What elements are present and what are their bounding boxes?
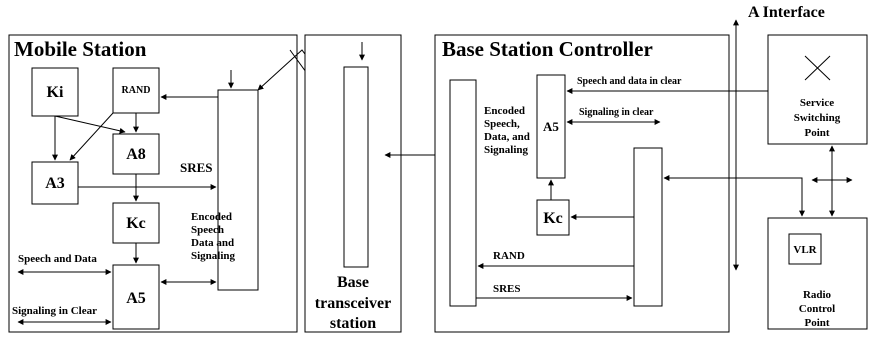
bsc-encoded-line-3: Data, and: [484, 131, 530, 143]
a3-label: A3: [45, 175, 65, 192]
ki-box: [31, 67, 79, 117]
rand-label: RAND: [122, 85, 151, 96]
rcp-label-line-2: Control: [799, 303, 835, 315]
bts-title-line-1: Base: [337, 274, 369, 291]
ssp-box: [767, 34, 868, 145]
bsc-kc-label: Kc: [543, 210, 563, 227]
ms-encoded-line-1: Encoded: [191, 211, 232, 223]
bts-block: [343, 66, 369, 268]
bsc-sres-label: SRES: [493, 283, 521, 295]
rcp-label-line-1: Radio: [803, 289, 832, 301]
speech-data-clear-label: Speech and data in clear: [577, 76, 682, 87]
a5-box: [112, 264, 160, 330]
bsc-left-block: [449, 79, 477, 307]
bts-title-line-2: transceiver: [315, 295, 391, 312]
vlr-box: [788, 233, 822, 265]
ms-radio-interface-block: [217, 89, 259, 291]
a3-box: [31, 161, 79, 205]
mobile-station-title: Mobile Station: [14, 37, 147, 61]
ms-encoded-line-3: Data and: [191, 237, 234, 249]
bsc-kc-box: [536, 199, 570, 236]
ssp-label-line-3: Point: [804, 127, 829, 139]
a5-label: A5: [126, 290, 146, 307]
kc-label: Kc: [126, 215, 146, 232]
signaling-in-clear-label: Signaling in Clear: [12, 305, 97, 317]
ms-sres-label: SRES: [180, 160, 213, 175]
bsc-a5-label: A5: [543, 119, 559, 134]
bts-title-line-3: station: [330, 315, 376, 332]
ki-label: Ki: [47, 84, 64, 101]
rcp-box: [767, 217, 868, 330]
ki-to-a8-arrow: [54, 115, 126, 134]
ssp-label-line-1: Service: [800, 97, 834, 109]
bsc-rand-label: RAND: [493, 250, 525, 262]
a-interface-label: A Interface: [748, 4, 825, 21]
bsc-encoded-line-1: Encoded: [484, 105, 525, 117]
ssp-cross-2: [804, 55, 831, 81]
kc-box: [112, 202, 160, 244]
ssp-label-line-2: Switching: [794, 112, 841, 124]
rcp-label-line-3: Point: [804, 317, 829, 329]
bsc-right-block: [633, 147, 663, 307]
bsc-a5-box: [536, 74, 566, 179]
a8-label: A8: [126, 146, 146, 163]
bsc-title: Base Station Controller: [442, 37, 653, 61]
ms-encoded-line-2: Speech: [191, 224, 224, 236]
vlr-label: VLR: [793, 244, 817, 256]
bsc-encoded-line-4: Signaling: [484, 144, 529, 156]
bsc-encoded-line-2: Speech,: [484, 118, 520, 130]
a8-box: [112, 133, 160, 175]
ms-encoded-line-4: Signaling: [191, 250, 236, 262]
speech-and-data-label: Speech and Data: [18, 253, 97, 265]
signaling-clear-bsc-label: Signaling in clear: [579, 107, 654, 118]
bsc-to-rcp-arrow: [663, 175, 805, 217]
rand-to-a3-arrow: [69, 112, 114, 161]
